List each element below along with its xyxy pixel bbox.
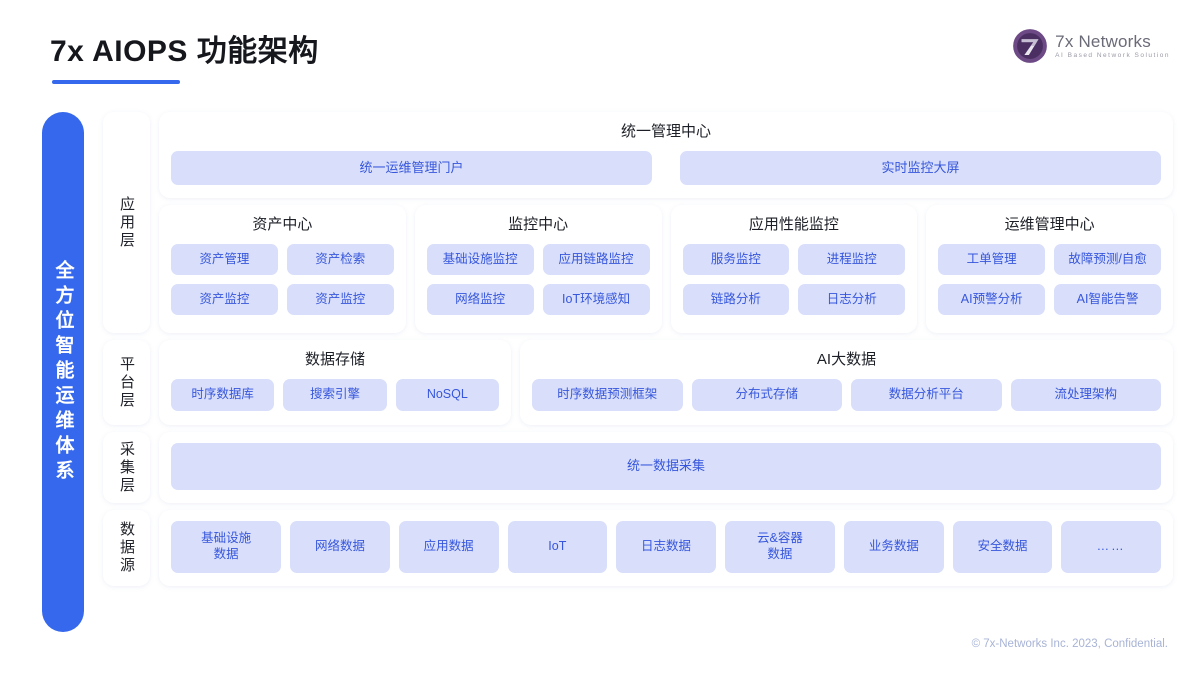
unified-management-center-card: 统一管理中心 统一运维管理门户 实时监控大屏	[159, 112, 1173, 198]
ai-bigdata-title: AI大数据	[816, 351, 877, 368]
asset-center-tiles: 资产管理 资产检索 资产监控 资产监控	[171, 244, 394, 315]
layer-row-data-source: 数据源 基础设施数据 网络数据 应用数据 IoT 日志数据 云&容器数据 业务数…	[103, 510, 1173, 586]
tile-timeseries-forecast-framework[interactable]: 时序数据预测框架	[532, 379, 683, 411]
tile-security-data[interactable]: 安全数据	[952, 521, 1053, 573]
asset-center-title: 资产中心	[252, 216, 313, 233]
footer-copyright: © 7x-Networks Inc. 2023, Confidential.	[971, 638, 1168, 650]
title-underline	[52, 80, 180, 84]
layer-label-platform-text: 平台层	[118, 355, 135, 410]
unified-collection-card: 统一数据采集	[159, 432, 1173, 503]
7x-circle-logo-icon	[1013, 29, 1048, 63]
logo-company-name: 7x Networks	[1055, 31, 1151, 51]
application-centers-group: 资产中心 资产管理 资产检索 资产监控 资产监控 监控中心 基础设施	[159, 205, 1173, 333]
tile-search-engine[interactable]: 搜索引擎	[283, 379, 387, 411]
layer-label-platform: 平台层	[103, 340, 150, 425]
tile-nosql[interactable]: NoSQL	[395, 379, 499, 411]
ops-management-center-tiles: 工单管理 故障预测/自愈 AI预警分析 AI智能告警	[938, 244, 1161, 315]
layer-row-application: 应用层 统一管理中心 统一运维管理门户 实时监控大屏 资产中心	[103, 112, 1173, 333]
tile-unified-ops-portal[interactable]: 统一运维管理门户	[171, 151, 652, 185]
tile-network-data[interactable]: 网络数据	[290, 521, 390, 573]
tile-fault-prediction-self-healing[interactable]: 故障预测/自愈	[1054, 244, 1161, 275]
layer-label-application-text: 应用层	[118, 195, 135, 250]
layer-label-data-source-text: 数据源	[118, 521, 135, 575]
ops-management-center-title: 运维管理中心	[1004, 216, 1095, 233]
collection-layer-body: 统一数据采集	[159, 432, 1173, 503]
data-source-card: 基础设施数据 网络数据 应用数据 IoT 日志数据 云&容器数据 业务数据 安全…	[159, 510, 1173, 586]
tile-asset-monitor-2[interactable]: 资产监控	[286, 284, 394, 315]
tile-distributed-storage[interactable]: 分布式存储	[691, 379, 842, 411]
logo-tagline: AI Based Network Solution	[1055, 52, 1170, 60]
tile-cloud-container-data[interactable]: 云&容器数据	[724, 521, 835, 573]
layer-stack: 应用层 统一管理中心 统一运维管理门户 实时监控大屏 资产中心	[103, 112, 1173, 593]
data-storage-card: 数据存储 时序数据库 搜索引擎 NoSQL	[159, 340, 511, 425]
tile-log-data[interactable]: 日志数据	[616, 521, 716, 573]
tile-stream-processing-architecture[interactable]: 流处理架构	[1010, 379, 1161, 411]
tile-log-analysis[interactable]: 日志分析	[798, 284, 906, 315]
page-title: 7x AIOPS 功能架构	[50, 35, 319, 68]
apm-card: 应用性能监控 服务监控 进程监控 链路分析 日志分析	[670, 205, 918, 333]
apm-title: 应用性能监控	[748, 216, 839, 233]
tile-more-ellipsis[interactable]: ……	[1061, 521, 1161, 573]
tile-data-analytics-platform[interactable]: 数据分析平台	[851, 379, 1002, 411]
header: 7x AIOPS 功能架构 7x Networks AI Based Netwo…	[0, 0, 1200, 100]
tile-app-trace-monitor[interactable]: 应用链路监控	[542, 244, 650, 275]
layer-row-collection: 采集层 统一数据采集	[103, 432, 1173, 503]
monitoring-center-card: 监控中心 基础设施监控 应用链路监控 网络监控 IoT环境感知	[414, 205, 662, 333]
tile-realtime-monitor-wall[interactable]: 实时监控大屏	[680, 151, 1161, 185]
layer-label-collection-text: 采集层	[118, 440, 135, 495]
architecture-diagram: 全方位智能运维体系 应用层 统一管理中心 统一运维管理门户 实时监控大屏	[0, 104, 1200, 638]
asset-center-card: 资产中心 资产管理 资产检索 资产监控 资产监控	[159, 205, 406, 333]
application-layer-body: 统一管理中心 统一运维管理门户 实时监控大屏 资产中心 资产管理 资产检索	[159, 112, 1173, 333]
tile-network-monitor[interactable]: 网络监控	[426, 284, 534, 315]
ai-bigdata-card: AI大数据 时序数据预测框架 分布式存储 数据分析平台 流处理架构	[520, 340, 1173, 425]
ops-management-center-card: 运维管理中心 工单管理 故障预测/自愈 AI预警分析 AI智能告警	[926, 205, 1173, 333]
unified-management-center-tiles: 统一运维管理门户 实时监控大屏	[171, 151, 1161, 185]
platform-layer-body: 数据存储 时序数据库 搜索引擎 NoSQL AI大数据 时序数据预测框架	[159, 340, 1173, 425]
apm-tiles: 服务监控 进程监控 链路分析 日志分析	[682, 244, 906, 315]
data-storage-tiles: 时序数据库 搜索引擎 NoSQL	[171, 379, 499, 411]
monitoring-center-tiles: 基础设施监控 应用链路监控 网络监控 IoT环境感知	[426, 244, 650, 315]
layer-label-data-source: 数据源	[103, 510, 150, 586]
data-source-layer-body: 基础设施数据 网络数据 应用数据 IoT 日志数据 云&容器数据 业务数据 安全…	[159, 510, 1173, 586]
tile-iot-data[interactable]: IoT	[507, 521, 608, 573]
platform-groups: 数据存储 时序数据库 搜索引擎 NoSQL AI大数据 时序数据预测框架	[159, 340, 1173, 425]
layer-row-platform: 平台层 数据存储 时序数据库 搜索引擎 NoSQL	[103, 340, 1173, 425]
tile-infrastructure-data[interactable]: 基础设施数据	[171, 521, 282, 573]
tile-asset-management[interactable]: 资产管理	[171, 244, 278, 275]
tile-asset-monitor-1[interactable]: 资产监控	[171, 284, 278, 315]
tile-ai-intelligent-alert[interactable]: AI智能告警	[1054, 284, 1161, 315]
monitoring-center-title: 监控中心	[508, 216, 569, 233]
spine-label: 全方位智能运维体系	[52, 259, 74, 485]
tile-infrastructure-monitor[interactable]: 基础设施监控	[426, 244, 534, 275]
tile-iot-environment-sensing[interactable]: IoT环境感知	[542, 284, 650, 315]
tile-ai-early-warning-analysis[interactable]: AI预警分析	[938, 284, 1046, 315]
tile-application-data[interactable]: 应用数据	[398, 521, 499, 573]
logo-text-block: 7x Networks AI Based Network Solution	[1055, 31, 1170, 60]
layer-label-application: 应用层	[103, 112, 150, 333]
spine-banner: 全方位智能运维体系	[42, 112, 84, 632]
tile-service-monitor[interactable]: 服务监控	[682, 244, 790, 275]
ai-bigdata-tiles: 时序数据预测框架 分布式存储 数据分析平台 流处理架构	[532, 379, 1161, 411]
tile-process-monitor[interactable]: 进程监控	[798, 244, 906, 275]
tile-asset-search[interactable]: 资产检索	[286, 244, 394, 275]
tile-unified-data-collection[interactable]: 统一数据采集	[171, 443, 1161, 490]
tile-ticket-management[interactable]: 工单管理	[938, 244, 1046, 275]
data-source-tiles: 基础设施数据 网络数据 应用数据 IoT 日志数据 云&容器数据 业务数据 安全…	[171, 521, 1161, 573]
data-storage-title: 数据存储	[304, 351, 365, 368]
tile-timeseries-database[interactable]: 时序数据库	[171, 379, 275, 411]
tile-business-data[interactable]: 业务数据	[844, 521, 944, 573]
brand-logo: 7x Networks AI Based Network Solution	[1012, 28, 1170, 64]
layer-label-collection: 采集层	[103, 432, 150, 503]
unified-management-center-title: 统一管理中心	[620, 123, 711, 140]
tile-trace-analysis[interactable]: 链路分析	[682, 284, 790, 315]
